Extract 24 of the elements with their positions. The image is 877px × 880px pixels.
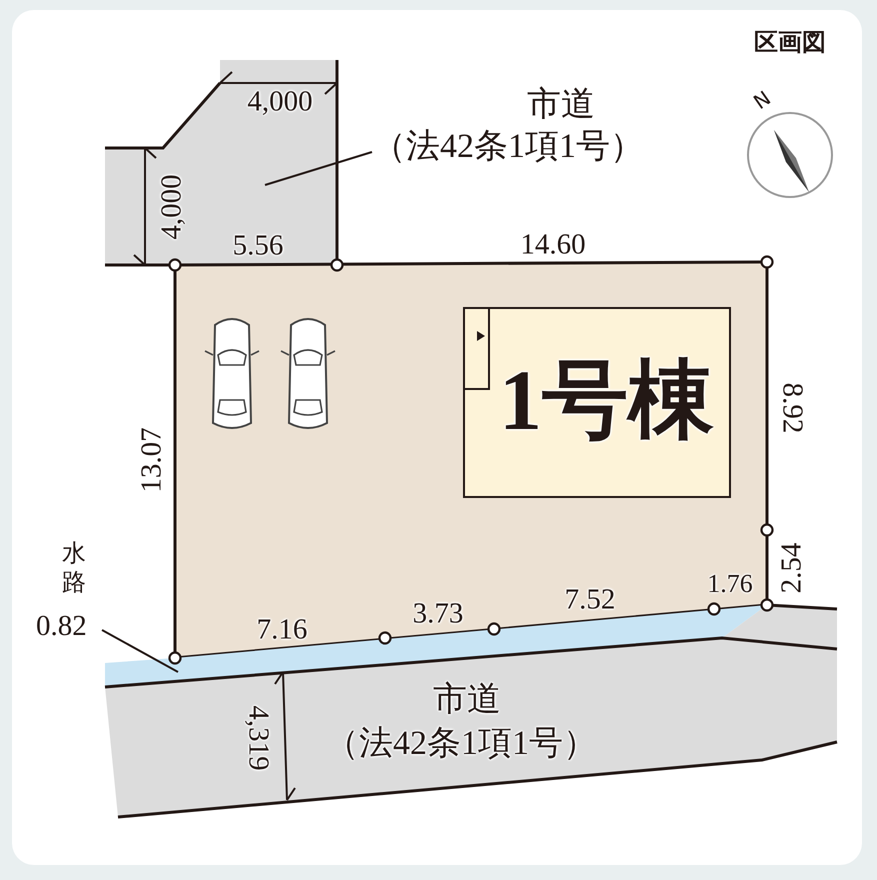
dimension-label: 13.07 [138,427,166,493]
waterway-label: 水路 [62,539,86,597]
dimension-label: 2.54 [778,542,806,594]
building-name: 1号棟 [499,357,714,443]
dimension-label: 1.76 [707,571,753,597]
dimension-label: 14.60 [520,230,586,260]
road-name: 市道 [433,683,501,717]
road-type: （法42条1項1号） [325,727,597,761]
dimension-label: 7.16 [256,616,308,644]
road-type: （法42条1項1号） [372,130,644,164]
dimension-label: 3.73 [412,600,464,628]
leader-line [264,151,372,186]
dimension-label: 4,319 [244,705,272,771]
map-title: 区画図 [754,30,826,54]
dimension-label: 7.52 [564,586,616,614]
dimension-label: 5.56 [232,232,284,260]
road-name: 市道 [527,88,595,122]
dimension-label: 8.92 [778,382,806,434]
north-label: N [750,88,774,112]
leader-line [102,629,178,673]
dimension-label: 0.82 [36,612,87,641]
dimension-label: 4,000 [247,88,313,116]
building-box [463,307,731,498]
dimension-label: 4,000 [158,174,186,240]
